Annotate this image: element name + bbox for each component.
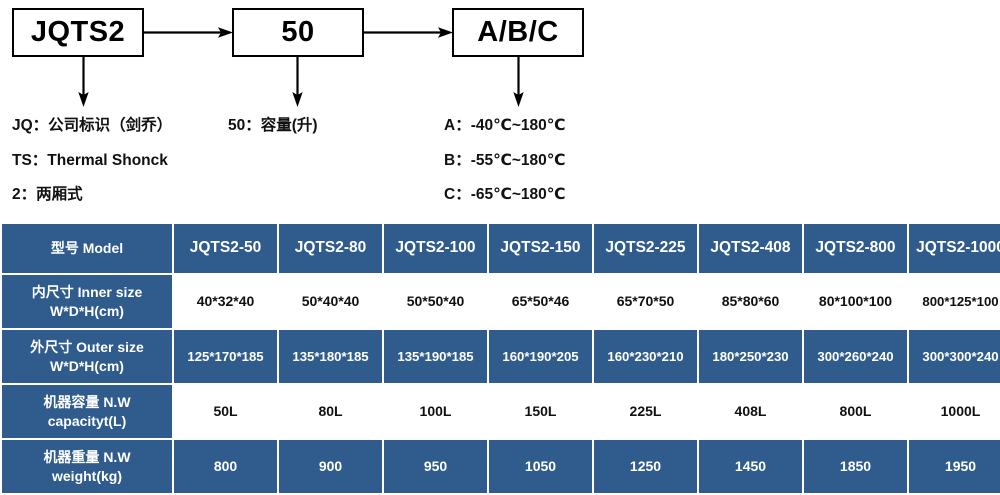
legend-grade-c: C：-65℃~180℃: [444, 186, 566, 203]
row-label-line1: 机器容量 N.W: [43, 393, 131, 410]
table-row: 机器重量 N.W weight(kg) 800 900 950 1050 125…: [2, 440, 1000, 493]
row-label-line1: 机器重量 N.W: [43, 448, 131, 465]
cell-inner-size-8: 800*125*100: [909, 275, 1000, 328]
arrow-down-icon: [78, 57, 89, 107]
header-cell-model-3: JQTS2-100: [384, 224, 487, 273]
cell-weight-4: 1050: [489, 440, 592, 493]
cell-weight-1: 800: [174, 440, 277, 493]
diagram-box-grade: A/B/C: [452, 8, 584, 57]
header-cell-model-7: JQTS2-800: [804, 224, 907, 273]
cell-outer-size-2: 135*180*185: [279, 330, 382, 383]
row-label-inner-size: 内尺寸 Inner size W*D*H(cm): [2, 275, 172, 328]
row-label-outer-size: 外尺寸 Outer size W*D*H(cm): [2, 330, 172, 383]
cell-outer-size-5: 160*230*210: [594, 330, 697, 383]
table-header-row: 型号 Model JQTS2-50 JQTS2-80 JQTS2-100 JQT…: [2, 224, 1000, 273]
cell-capacity-6: 408L: [699, 385, 802, 438]
cell-inner-size-2: 50*40*40: [279, 275, 382, 328]
table-row: 外尺寸 Outer size W*D*H(cm) 125*170*185 135…: [2, 330, 1000, 383]
legend-capacity: 50：容量(升): [228, 117, 318, 134]
arrow-down-icon: [292, 57, 303, 107]
arrow-right-icon: [144, 27, 233, 38]
header-cell-model-8: JQTS2-1000: [909, 224, 1000, 273]
header-cell-model-4: JQTS2-150: [489, 224, 592, 273]
legend-grade-b: B：-55℃~180℃: [444, 152, 566, 169]
cell-outer-size-4: 160*190*205: [489, 330, 592, 383]
cell-capacity-8: 1000L: [909, 385, 1000, 438]
cell-inner-size-5: 65*70*50: [594, 275, 697, 328]
legend-ts: TS：Thermal Shonck: [12, 152, 168, 169]
cell-weight-5: 1250: [594, 440, 697, 493]
cell-capacity-5: 225L: [594, 385, 697, 438]
row-label-line2: W*D*H(cm): [50, 357, 124, 374]
specification-table: 型号 Model JQTS2-50 JQTS2-80 JQTS2-100 JQT…: [0, 222, 1000, 495]
row-label-weight: 机器重量 N.W weight(kg): [2, 440, 172, 493]
table-row: 机器容量 N.W capacityt(L) 50L 80L 100L 150L …: [2, 385, 1000, 438]
cell-outer-size-6: 180*250*230: [699, 330, 802, 383]
cell-outer-size-7: 300*260*240: [804, 330, 907, 383]
cell-inner-size-3: 50*50*40: [384, 275, 487, 328]
cell-capacity-2: 80L: [279, 385, 382, 438]
cell-outer-size-3: 135*190*185: [384, 330, 487, 383]
cell-outer-size-8: 300*300*240: [909, 330, 1000, 383]
legend-grade-a: A：-40℃~180℃: [444, 117, 566, 134]
cell-inner-size-7: 80*100*100: [804, 275, 907, 328]
cell-weight-3: 950: [384, 440, 487, 493]
cell-capacity-3: 100L: [384, 385, 487, 438]
model-nomenclature-diagram: JQTS2 50 A/B/C JQ：公司标识（剑乔） TS：Thermal Sh…: [0, 0, 1000, 218]
cell-outer-size-1: 125*170*185: [174, 330, 277, 383]
arrow-right-icon: [364, 27, 453, 38]
header-cell-model-2: JQTS2-80: [279, 224, 382, 273]
diagram-box-capacity: 50: [232, 8, 364, 57]
header-cell-model-5: JQTS2-225: [594, 224, 697, 273]
legend-jq: JQ：公司标识（剑乔）: [12, 117, 173, 134]
cell-weight-8: 1950: [909, 440, 1000, 493]
cell-capacity-7: 800L: [804, 385, 907, 438]
table-row: 内尺寸 Inner size W*D*H(cm) 40*32*40 50*40*…: [2, 275, 1000, 328]
row-label-line1: 外尺寸 Outer size: [30, 338, 144, 355]
header-cell-model-6: JQTS2-408: [699, 224, 802, 273]
cell-capacity-4: 150L: [489, 385, 592, 438]
header-cell-model-label: 型号 Model: [2, 224, 172, 273]
legend-two-chamber: 2：两厢式: [12, 186, 83, 203]
arrow-down-icon: [513, 57, 524, 107]
cell-inner-size-1: 40*32*40: [174, 275, 277, 328]
cell-inner-size-4: 65*50*46: [489, 275, 592, 328]
row-label-line2: weight(kg): [52, 467, 122, 484]
row-label-line1: 内尺寸 Inner size: [31, 283, 143, 300]
diagram-box-series: JQTS2: [12, 8, 144, 57]
cell-weight-2: 900: [279, 440, 382, 493]
cell-capacity-1: 50L: [174, 385, 277, 438]
row-label-capacity: 机器容量 N.W capacityt(L): [2, 385, 172, 438]
cell-inner-size-6: 85*80*60: [699, 275, 802, 328]
cell-weight-6: 1450: [699, 440, 802, 493]
header-cell-model-1: JQTS2-50: [174, 224, 277, 273]
cell-weight-7: 1850: [804, 440, 907, 493]
row-label-line2: W*D*H(cm): [50, 302, 124, 319]
row-label-line2: capacityt(L): [47, 412, 127, 429]
